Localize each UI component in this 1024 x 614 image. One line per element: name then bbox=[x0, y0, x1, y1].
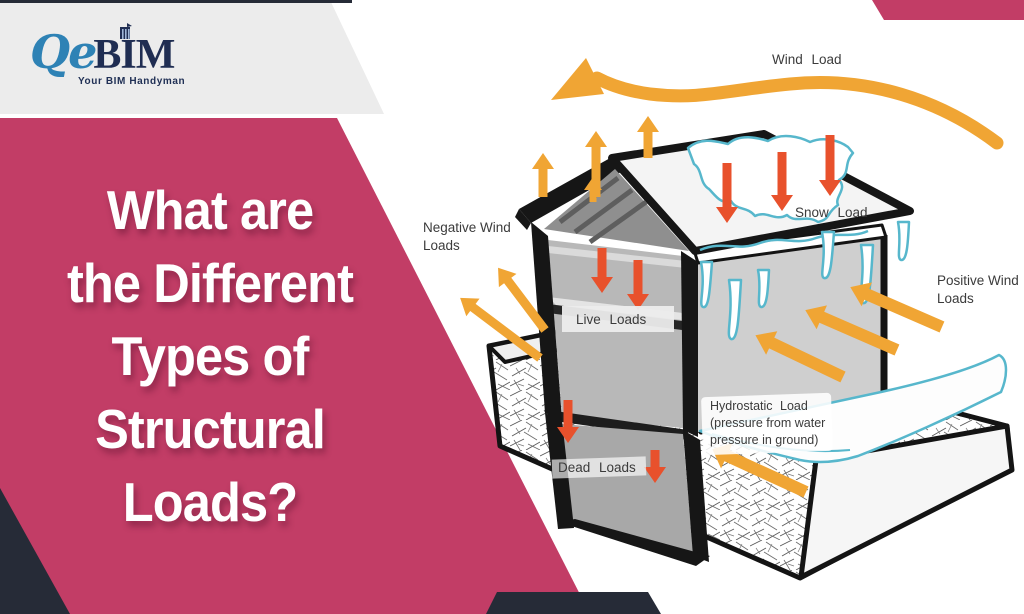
roof-left-slope bbox=[519, 157, 621, 223]
roof-right-plane bbox=[608, 130, 914, 255]
headline-line: Structural bbox=[95, 398, 326, 460]
live-load-arrows bbox=[591, 248, 649, 310]
logo-bim-m: M bbox=[135, 32, 176, 78]
basement-right-wall bbox=[683, 430, 709, 562]
house-right-wall bbox=[697, 235, 884, 432]
live-load-arrow bbox=[591, 248, 613, 293]
attic-interior bbox=[544, 169, 689, 251]
snow-load-label: Snow Load bbox=[795, 205, 868, 220]
dead-load-arrow bbox=[644, 450, 666, 483]
roof-overhang-tip bbox=[515, 209, 531, 230]
icicle bbox=[896, 220, 911, 262]
live-loads-box bbox=[562, 306, 674, 332]
headline-line: Loads? bbox=[122, 471, 298, 533]
positive-wind-arrow bbox=[755, 331, 846, 383]
basement-floor bbox=[559, 519, 710, 566]
hydrostatic-arrow bbox=[712, 443, 809, 498]
wind-load-label: Wind Load bbox=[772, 52, 842, 67]
ceiling-band bbox=[548, 246, 686, 268]
icicle bbox=[699, 260, 714, 309]
hydrostatic-label: Hydrostatic Load bbox=[710, 399, 808, 413]
live-loads-label: Live Loads bbox=[576, 312, 647, 327]
foundation-block bbox=[486, 329, 1015, 581]
logo-band-background bbox=[0, 0, 384, 114]
logo-tagline: Your BIM Handyman bbox=[78, 76, 186, 87]
interior-back-wall bbox=[548, 240, 683, 428]
headline-line: What are bbox=[106, 179, 314, 241]
snow-load-arrow bbox=[771, 152, 793, 211]
navy-bottom-strip bbox=[486, 592, 661, 614]
foundation-front-face bbox=[486, 329, 1013, 581]
rafter bbox=[573, 187, 634, 235]
snow-load-arrow bbox=[716, 163, 738, 223]
snow-drift bbox=[686, 134, 855, 224]
headline-line: Types of bbox=[111, 325, 310, 387]
left-wall-frame bbox=[531, 222, 562, 420]
negative-wind-arrow bbox=[498, 267, 549, 333]
dead-loads-label: Dead Loads bbox=[558, 460, 636, 475]
wind-swoosh-arrow bbox=[551, 58, 1004, 150]
rafter bbox=[588, 199, 648, 245]
snow-load-arrow bbox=[819, 135, 841, 196]
mid-floor-edge bbox=[548, 304, 690, 331]
basement-interior bbox=[562, 424, 693, 553]
mid-floor-top bbox=[548, 297, 690, 321]
wall-sill bbox=[548, 410, 688, 440]
top-accent-line bbox=[0, 0, 352, 3]
headline-line: the Different bbox=[66, 252, 354, 314]
logo-bim-i: I bbox=[120, 32, 136, 78]
negative-wind-arrows bbox=[460, 267, 549, 362]
uplift-arrow bbox=[532, 153, 554, 197]
wind-swoosh-head bbox=[551, 58, 604, 100]
uplift-arrow-attic bbox=[584, 177, 602, 202]
negative-wind-arrow bbox=[460, 297, 543, 362]
logo-qe-text: Qe bbox=[30, 25, 97, 79]
uplift-arrows bbox=[532, 116, 659, 202]
snow-load-arrows bbox=[716, 135, 841, 223]
ground-plane bbox=[698, 353, 1008, 464]
live-load-arrow bbox=[627, 260, 649, 310]
basement-left-wall bbox=[545, 413, 574, 529]
positive-wind-arrows bbox=[755, 282, 945, 383]
positive-wind-label: Loads bbox=[937, 291, 974, 306]
dead-loads-backdrop bbox=[551, 456, 647, 479]
right-cutaway-frame bbox=[681, 251, 698, 437]
foundation-top-left-face bbox=[487, 330, 573, 364]
house bbox=[515, 130, 914, 566]
foundation-right-face bbox=[798, 423, 1015, 580]
uplift-arrow bbox=[637, 116, 659, 158]
hydrostatic-label: (pressure from water bbox=[710, 416, 825, 430]
negative-wind-label: Negative Wind bbox=[423, 220, 511, 235]
uplift-arrow bbox=[585, 131, 607, 197]
negative-wind-label: Loads bbox=[423, 238, 460, 253]
positive-wind-arrow bbox=[850, 282, 945, 333]
icicle bbox=[727, 278, 743, 341]
icicle bbox=[820, 230, 836, 280]
ground-wave-line bbox=[711, 433, 851, 453]
headline: What are the Different Types of Structur… bbox=[44, 174, 375, 539]
snow-edge-wave bbox=[699, 229, 869, 252]
hydrostatic-backdrop bbox=[701, 392, 833, 456]
hydrostatic-label: pressure in ground) bbox=[710, 433, 818, 447]
icicle bbox=[756, 268, 771, 309]
building-icon bbox=[120, 23, 133, 39]
rafter bbox=[558, 176, 620, 224]
magenta-top-strip bbox=[872, 0, 1024, 20]
positive-wind-arrow bbox=[805, 305, 900, 356]
snow bbox=[686, 134, 911, 341]
dead-load-arrows bbox=[557, 400, 666, 483]
house-eave-fascia bbox=[692, 223, 888, 265]
positive-wind-label: Positive Wind bbox=[937, 273, 1019, 288]
dead-load-arrow bbox=[557, 400, 579, 443]
icicle bbox=[859, 243, 875, 305]
logo-bim-b: B bbox=[93, 32, 121, 78]
